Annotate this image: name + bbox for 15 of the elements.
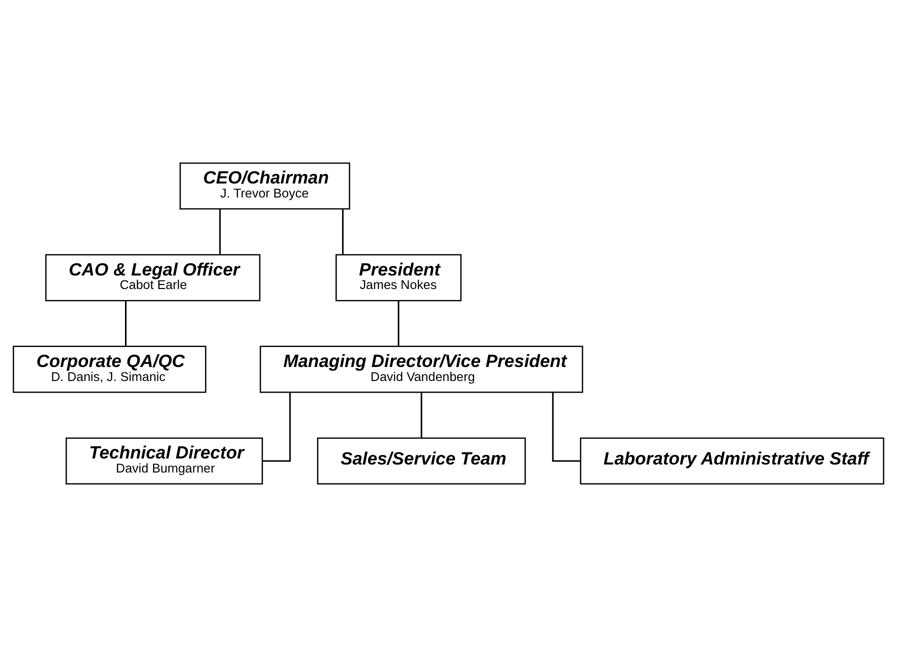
node-box: CEO/Chairman J. Trevor Boyce <box>180 162 350 210</box>
connector <box>552 392 580 462</box>
connector <box>398 300 400 346</box>
node-box: Managing Director/Vice President David Vandenberg <box>260 346 584 393</box>
node-box: Corporate QA/QC D. Danis, J. Simanic <box>12 346 206 393</box>
node-box: Technical Director David Bumgarner <box>66 437 263 485</box>
connector <box>125 300 127 346</box>
node-box: CAO & Legal Officer Cabot Earle <box>45 254 260 302</box>
connector <box>420 392 422 438</box>
node-box: Laboratory Administrative Staff <box>580 437 884 485</box>
node-box: Sales/Service Team <box>317 437 526 485</box>
connector <box>342 209 344 254</box>
connector <box>219 209 221 254</box>
node-box: President James Nokes <box>336 254 462 302</box>
connector <box>262 392 291 462</box>
